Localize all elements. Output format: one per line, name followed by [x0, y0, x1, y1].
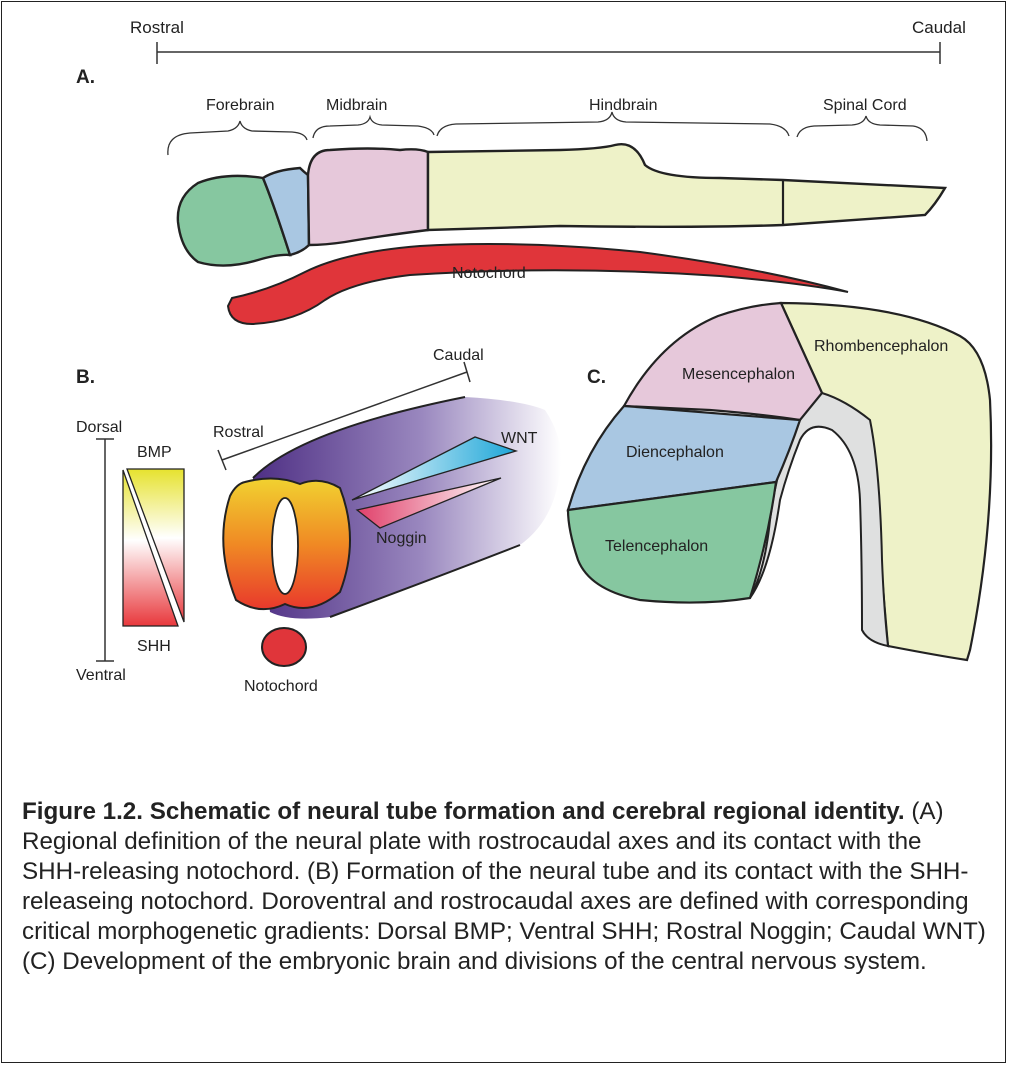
notochord-b	[262, 628, 306, 666]
rostral-label-b: Rostral	[213, 424, 264, 441]
figure-graphic: Rostral Caudal A. Forebrain Midbrain Hin…	[0, 0, 1009, 790]
axis-caudal-label: Caudal	[912, 18, 966, 37]
wnt-label: WNT	[501, 430, 538, 447]
mesencephalon-label: Mesencephalon	[682, 366, 795, 383]
panel-c-label: C.	[587, 367, 606, 388]
midbrain-label: Midbrain	[326, 97, 387, 114]
forebrain-label: Forebrain	[206, 97, 274, 114]
spinal-cord-label: Spinal Cord	[823, 97, 907, 114]
rhombencephalon-region	[781, 303, 991, 660]
midbrain-segment	[308, 149, 428, 246]
caption-title: Figure 1.2. Schematic of neural tube for…	[22, 798, 905, 825]
hindbrain-label: Hindbrain	[589, 97, 657, 114]
panel-a-label: A.	[76, 67, 95, 88]
shh-label: SHH	[137, 638, 171, 655]
noggin-label: Noggin	[376, 530, 427, 547]
region-braces	[168, 112, 927, 155]
caudal-label-b: Caudal	[433, 347, 484, 364]
rhombencephalon-label: Rhombencephalon	[814, 338, 948, 355]
telencephalon-label: Telencephalon	[605, 538, 708, 555]
diencephalon-label: Diencephalon	[626, 444, 724, 461]
hindbrain-spinal-segment	[428, 144, 945, 230]
ventral-label: Ventral	[76, 667, 126, 684]
panel-b: B. Dorsal Ventral BMP SHH Rostral Caudal…	[76, 347, 561, 695]
bmp-label: BMP	[137, 444, 172, 461]
notochord-b-label: Notochord	[244, 678, 318, 695]
neural-canal	[272, 498, 298, 594]
panel-b-label: B.	[76, 367, 95, 388]
axis-rostral-label: Rostral	[130, 18, 184, 37]
panel-c: C. Mesencephalon Rhombencephalon Diencep…	[568, 303, 991, 660]
figure-caption: Figure 1.2. Schematic of neural tube for…	[22, 797, 987, 977]
panel-a: Rostral Caudal A. Forebrain Midbrain Hin…	[76, 18, 966, 324]
dorsal-label: Dorsal	[76, 419, 122, 436]
notochord-a-label: Notochord	[452, 265, 526, 282]
